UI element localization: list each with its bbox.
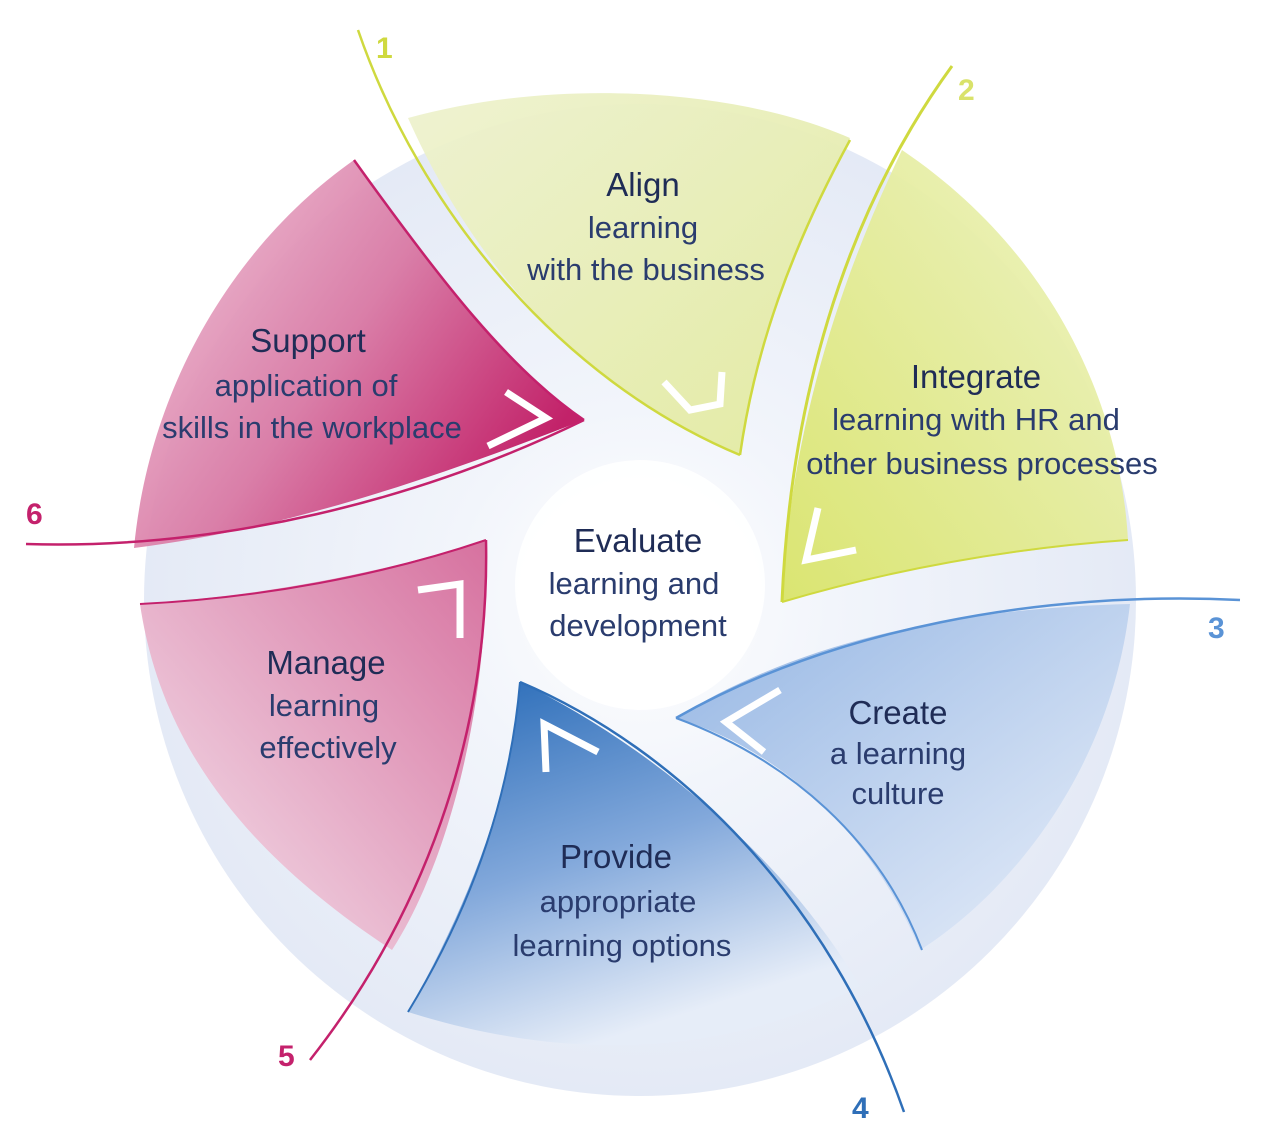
segment-1-line2: with the business bbox=[526, 252, 765, 287]
segment-3-number: 3 bbox=[1208, 612, 1225, 645]
segment-2-line2: other business processes bbox=[806, 446, 1158, 481]
segment-4-title: Provide bbox=[560, 838, 672, 875]
segment-2-number: 2 bbox=[958, 74, 975, 107]
chevron-3-icon bbox=[719, 686, 782, 755]
segment-6-shape bbox=[134, 160, 584, 548]
segment-3-inner-line bbox=[675, 717, 923, 951]
segment-4-number: 4 bbox=[852, 1092, 869, 1125]
segment-6-outer-line bbox=[25, 418, 585, 546]
segment-5-number: 5 bbox=[278, 1040, 295, 1073]
segment-6-line2: skills in the workplace bbox=[162, 410, 462, 445]
segment-3-outer-line bbox=[675, 597, 1241, 720]
segment-1-title: Align bbox=[606, 166, 679, 203]
segment-2-title: Integrate bbox=[911, 358, 1041, 395]
segment-4-inner-line bbox=[407, 681, 521, 1013]
segment-3-shape bbox=[676, 604, 1130, 950]
segment-4-outer-line bbox=[519, 680, 906, 1113]
chevron-6-icon bbox=[486, 389, 554, 450]
segment-4-shape bbox=[408, 682, 860, 1046]
segment-6-title: Support bbox=[250, 322, 366, 359]
segment-2-inner-line bbox=[781, 539, 1129, 603]
segment-1-shape bbox=[408, 93, 850, 455]
segment-5-line1: learning bbox=[269, 688, 379, 723]
segment-4-line1: appropriate bbox=[540, 884, 697, 919]
segment-5-inner-line bbox=[139, 539, 487, 605]
segment-5-title: Manage bbox=[266, 644, 385, 681]
segment-2-shape bbox=[782, 150, 1128, 602]
segment-1-number: 1 bbox=[376, 32, 393, 65]
segment-6-line1: application of bbox=[215, 368, 398, 403]
chevron-1-icon bbox=[661, 371, 726, 414]
center-line2: development bbox=[549, 608, 727, 643]
segment-5-outer-line bbox=[309, 539, 488, 1061]
segment-3-line1: a learning bbox=[830, 736, 966, 771]
segment-2-outer-line bbox=[780, 65, 954, 603]
segment-5-line2: effectively bbox=[259, 730, 397, 765]
segment-2-line1: learning with HR and bbox=[832, 402, 1120, 437]
segment-6-number: 6 bbox=[26, 498, 43, 531]
segment-3-line2: culture bbox=[851, 776, 944, 811]
center-title: Evaluate bbox=[574, 522, 702, 559]
segment-1-inner-line bbox=[738, 139, 852, 456]
segment-3-title: Create bbox=[848, 694, 947, 731]
segment-1-outer-line bbox=[356, 29, 741, 457]
center-line1: learning and bbox=[549, 566, 720, 601]
chevron-2-icon bbox=[801, 507, 857, 565]
segment-4-line2: learning options bbox=[513, 928, 732, 963]
chevron-4-icon bbox=[540, 718, 600, 773]
segment-1-line1: learning bbox=[588, 210, 698, 245]
segment-5-shape bbox=[140, 540, 487, 950]
center-disc bbox=[515, 460, 765, 710]
chevron-5-icon bbox=[417, 579, 464, 638]
segment-6-inner-line bbox=[352, 159, 585, 422]
